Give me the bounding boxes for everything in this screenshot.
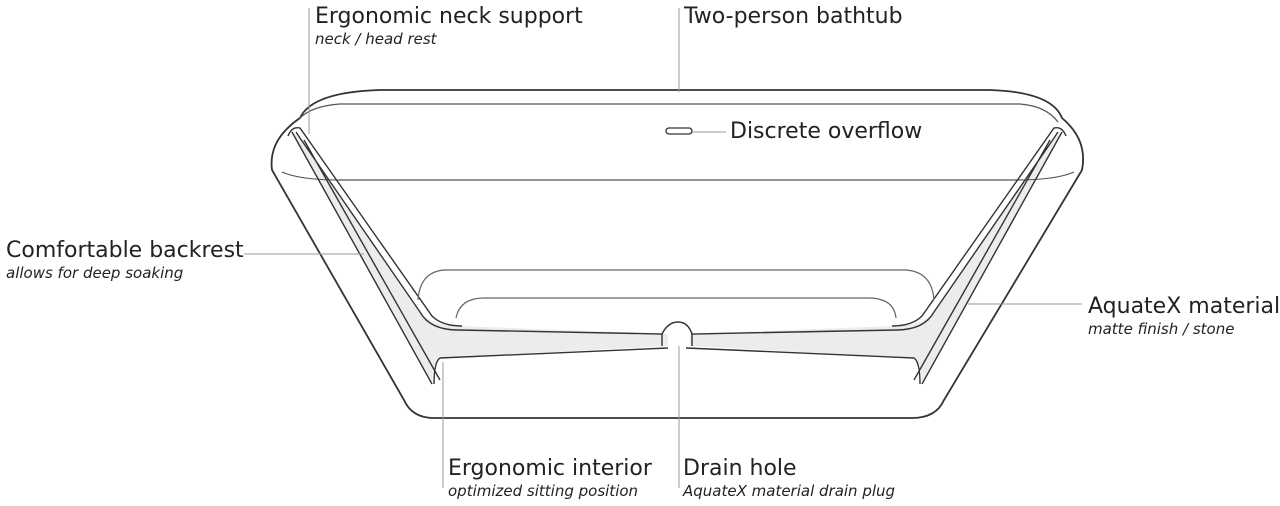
callout-material: AquateX material matte finish / stone xyxy=(1088,294,1280,339)
drain-subtitle: AquateX material drain plug xyxy=(683,482,896,500)
tub-section-fill xyxy=(292,132,1062,384)
material-title: AquateX material xyxy=(1088,294,1280,319)
backrest-title: Comfortable backrest xyxy=(6,238,244,263)
drain-title: Drain hole xyxy=(683,456,797,481)
callout-interior: Ergonomic interior optimized sitting pos… xyxy=(448,456,652,501)
leader-lines xyxy=(244,8,1082,488)
overflow-slot xyxy=(665,127,693,135)
callout-drain: Drain hole AquateX material drain plug xyxy=(683,456,895,501)
interior-contour-inner xyxy=(455,297,897,319)
callout-neck-support: Ergonomic neck support neck / head rest xyxy=(315,4,583,49)
tub-left-wall xyxy=(287,126,463,385)
neck-support-subtitle: neck / head rest xyxy=(315,30,437,48)
callout-two-person: Two-person bathtub xyxy=(684,4,903,30)
overflow-title: Discrete overflow xyxy=(730,119,923,144)
interior-contour-outer xyxy=(417,269,935,301)
interior-subtitle: optimized sitting position xyxy=(448,482,639,500)
two-person-title: Two-person bathtub xyxy=(684,4,903,29)
interior-title: Ergonomic interior xyxy=(448,456,652,481)
callout-overflow: Discrete overflow xyxy=(730,119,922,145)
neck-support-title: Ergonomic neck support xyxy=(315,4,583,29)
tub-outer-body xyxy=(270,89,1084,419)
tub-rim-edge xyxy=(281,171,1075,181)
drain-bump xyxy=(661,321,693,335)
material-subtitle: matte finish / stone xyxy=(1088,320,1235,338)
callout-backrest: Comfortable backrest allows for deep soa… xyxy=(6,238,244,283)
backrest-subtitle: allows for deep soaking xyxy=(6,264,184,282)
tub-rim-top xyxy=(299,103,1059,123)
tub-right-wall xyxy=(891,126,1067,385)
